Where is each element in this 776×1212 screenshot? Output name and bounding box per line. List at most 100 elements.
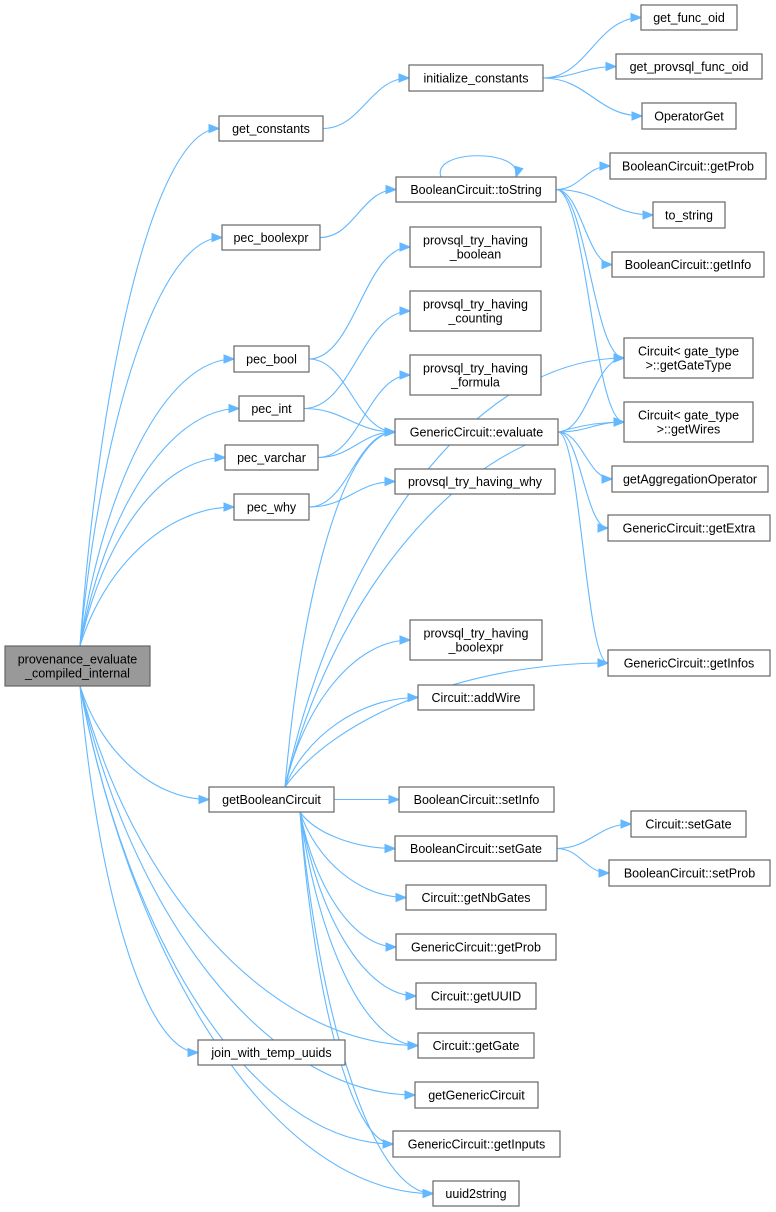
node-label: getGenericCircuit: [428, 1089, 525, 1103]
node-box[interactable]: [652, 201, 726, 229]
node-box[interactable]: [607, 649, 771, 677]
node-box[interactable]: [394, 835, 558, 862]
node-box[interactable]: [611, 251, 765, 278]
arrowhead: [601, 474, 614, 484]
node-operatorget[interactable]: OperatorGet: [641, 102, 737, 130]
node-join-with-temp-uuids[interactable]: join_with_temp_uuids: [197, 1039, 346, 1066]
node-pec-int[interactable]: pec_int: [238, 395, 305, 422]
node-box[interactable]: [615, 53, 763, 80]
node-provsql-try-having-counting[interactable]: provsql_try_having_counting: [409, 290, 542, 332]
node-getaggregationoperator[interactable]: getAggregationOperator: [611, 465, 769, 493]
node-genericcircuit-getinfos[interactable]: GenericCircuit::getInfos: [607, 649, 771, 677]
node-booleancircuit-getinfo[interactable]: BooleanCircuit::getInfo: [611, 251, 765, 278]
node-circuit-getnbgates[interactable]: Circuit::getNbGates: [405, 884, 547, 911]
node-box[interactable]: [238, 395, 305, 422]
node-label: Circuit::addWire: [432, 691, 521, 705]
node-box[interactable]: [607, 514, 771, 542]
node-provsql-try-having-boolexpr[interactable]: provsql_try_having_boolexpr: [409, 619, 543, 661]
node-booleancircuit-setgate[interactable]: BooleanCircuit::setGate: [394, 835, 558, 862]
node-pec-varchar[interactable]: pec_varchar: [224, 444, 319, 471]
node-box[interactable]: [414, 1081, 539, 1109]
edge-gc-evaluate-to-getaggregationoperator: [557, 431, 613, 480]
node-label: OperatorGet: [654, 110, 724, 124]
node-pec-boolexpr[interactable]: pec_boolexpr: [221, 224, 321, 251]
edge-getbooleancircuit-to-getwires: [284, 421, 625, 788]
node-box[interactable]: [641, 102, 737, 130]
node-booleancircuit-getprob[interactable]: BooleanCircuit::getProb: [609, 152, 767, 180]
node-box[interactable]: [623, 337, 754, 379]
arrowhead: [642, 210, 655, 220]
node-getgenericcircuit[interactable]: getGenericCircuit: [414, 1081, 539, 1109]
node-box[interactable]: [197, 1039, 346, 1066]
node-get-provsql-func-oid[interactable]: get_provsql_func_oid: [615, 53, 763, 80]
edge-getbooleancircuit-to-gc-evaluate: [284, 431, 396, 788]
node-label: pec_int: [251, 402, 292, 416]
node-box[interactable]: [409, 619, 543, 661]
node-provsql-try-having-boolean[interactable]: provsql_try_having_boolean: [409, 226, 542, 268]
node-to-string[interactable]: to_string: [652, 201, 726, 229]
node-label: uuid2string: [445, 1187, 506, 1201]
node-genericcircuit-evaluate[interactable]: GenericCircuit::evaluate: [394, 418, 559, 446]
node-box[interactable]: [394, 418, 559, 446]
node-genericcircuit-getinputs[interactable]: GenericCircuit::getInputs: [392, 1130, 561, 1158]
node-genericcircuit-getextra[interactable]: GenericCircuit::getExtra: [607, 514, 771, 542]
node-uuid2string[interactable]: uuid2string: [432, 1180, 520, 1207]
node-box[interactable]: [611, 465, 769, 493]
node-box[interactable]: [405, 884, 547, 911]
node-box[interactable]: [417, 1032, 535, 1059]
node-get-constants[interactable]: get_constants: [218, 115, 324, 142]
node-circuit-addwire[interactable]: Circuit::addWire: [417, 684, 535, 711]
node-box[interactable]: [394, 468, 556, 495]
arrowhead: [395, 892, 408, 903]
node-box[interactable]: [623, 401, 754, 443]
arrowhead: [404, 1090, 417, 1100]
arrowhead: [598, 868, 611, 878]
node-box[interactable]: [398, 786, 555, 813]
node-circuit-getgate[interactable]: Circuit::getGate: [417, 1032, 535, 1059]
node-booleancircuit-tostring[interactable]: BooleanCircuit::toString: [395, 176, 557, 203]
node-get-func-oid[interactable]: get_func_oid: [640, 4, 738, 31]
node-box[interactable]: [4, 645, 151, 687]
node-provenance-evaluate-compiled-internal[interactable]: provenance_evaluate_compiled_internal: [4, 645, 151, 687]
node-provsql-try-having-formula[interactable]: provsql_try_having_formula: [409, 354, 542, 396]
node-booleancircuit-setinfo[interactable]: BooleanCircuit::setInfo: [398, 786, 555, 813]
edge-root-to-uuid2string: [79, 685, 434, 1195]
node-pec-why[interactable]: pec_why: [233, 493, 310, 521]
node-label: BooleanCircuit::setInfo: [414, 793, 540, 807]
node-box[interactable]: [233, 345, 310, 373]
arrowhead: [384, 427, 397, 437]
node-box[interactable]: [395, 933, 557, 961]
node-booleancircuit-setprob[interactable]: BooleanCircuit::setProb: [608, 859, 771, 887]
edge-root-to-getgenericcircuit: [79, 685, 416, 1096]
node-box[interactable]: [395, 176, 557, 203]
node-box[interactable]: [408, 64, 544, 92]
node-box[interactable]: [224, 444, 319, 471]
node-circuit-getuuid[interactable]: Circuit::getUUID: [415, 982, 537, 1010]
node-box[interactable]: [409, 354, 542, 396]
node-box[interactable]: [392, 1130, 561, 1158]
node-initialize-constants[interactable]: initialize_constants: [408, 64, 544, 92]
node-box[interactable]: [630, 810, 747, 838]
node-box[interactable]: [609, 152, 767, 180]
node-box[interactable]: [221, 224, 321, 251]
arrowhead: [399, 635, 412, 645]
node-box[interactable]: [432, 1180, 520, 1207]
node-box[interactable]: [233, 493, 310, 521]
node-box[interactable]: [409, 226, 542, 268]
node-box[interactable]: [208, 786, 335, 813]
node-box[interactable]: [417, 684, 535, 711]
node-label: GenericCircuit::getInputs: [408, 1138, 546, 1152]
node-box[interactable]: [640, 4, 738, 31]
node-getbooleancircuit[interactable]: getBooleanCircuit: [208, 786, 335, 813]
node-box[interactable]: [409, 290, 542, 332]
node-box[interactable]: [218, 115, 324, 142]
node-circuit-gate-type-getgatetype[interactable]: Circuit< gate_type>::getGateType: [623, 337, 754, 379]
edge-root-to-pec-why: [79, 506, 235, 647]
node-box[interactable]: [415, 982, 537, 1010]
node-circuit-gate-type-getwires[interactable]: Circuit< gate_type>::getWires: [623, 401, 754, 443]
node-provsql-try-having-why[interactable]: provsql_try_having_why: [394, 468, 556, 495]
node-box[interactable]: [608, 859, 771, 887]
node-circuit-setgate[interactable]: Circuit::setGate: [630, 810, 747, 838]
node-pec-bool[interactable]: pec_bool: [233, 345, 310, 373]
node-genericcircuit-getprob[interactable]: GenericCircuit::getProb: [395, 933, 557, 961]
